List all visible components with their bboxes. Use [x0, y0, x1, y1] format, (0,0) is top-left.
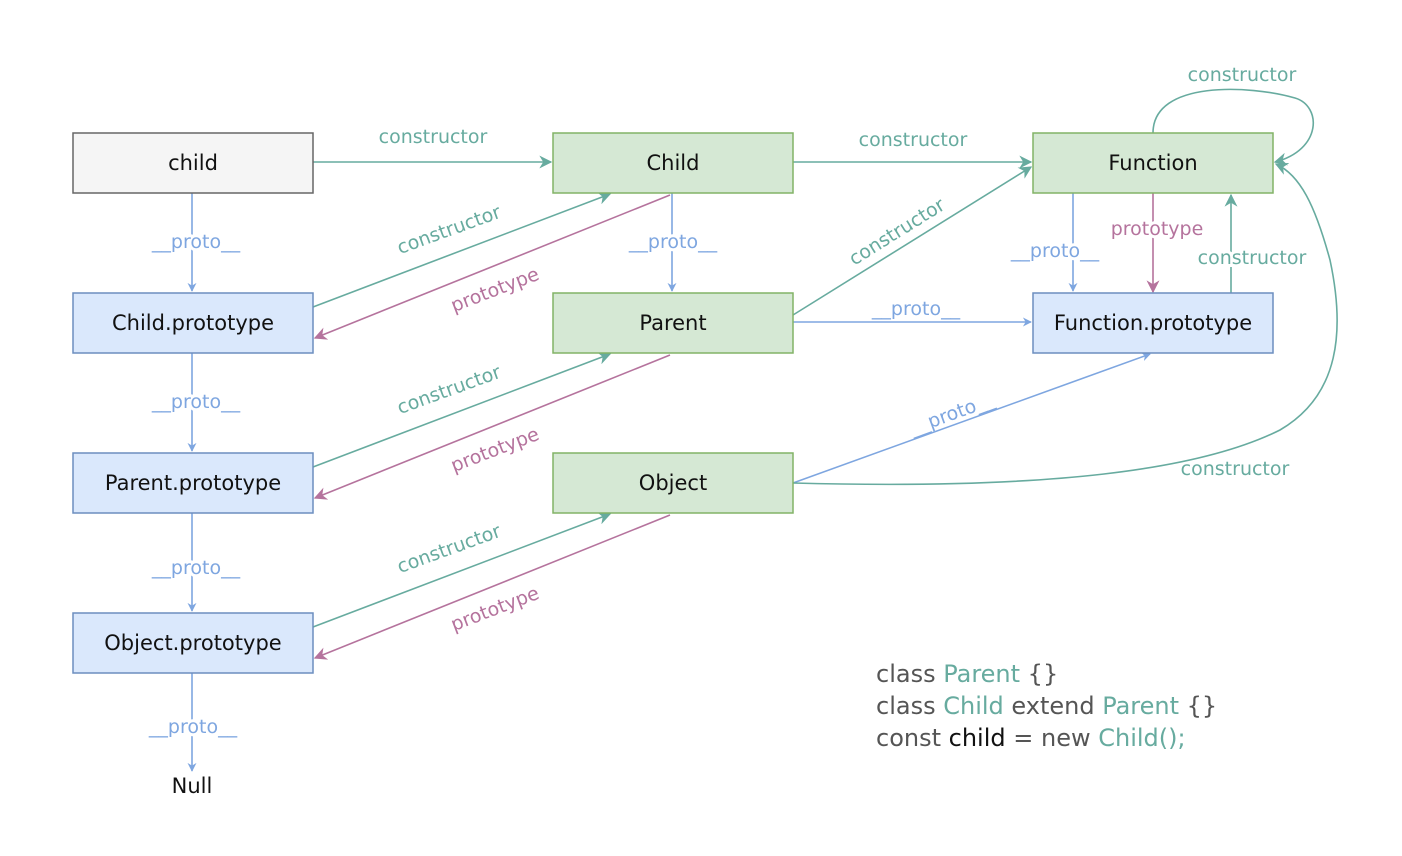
- node-parent-prototype-label: Parent.prototype: [105, 471, 281, 495]
- label-proto-child-parent: __proto__: [628, 231, 718, 253]
- code-line-2: class Child extend Parent {}: [876, 692, 1217, 720]
- node-child-label: child: [168, 151, 218, 175]
- label-proto-3: __proto__: [151, 557, 241, 579]
- label-ctor-child: constructor: [379, 126, 488, 148]
- code-line-3: const child = new Child();: [876, 724, 1186, 752]
- edge-object-fnproto-proto: [792, 352, 1151, 484]
- label-ctor-childctor-function: constructor: [859, 129, 968, 151]
- node-function[interactable]: Function: [1032, 132, 1274, 194]
- label-ctor-fnproto: constructor: [1198, 247, 1307, 269]
- node-object[interactable]: Object: [552, 452, 794, 514]
- node-function-prototype-label: Function.prototype: [1054, 311, 1252, 335]
- edge-object-function-ctor: [792, 162, 1338, 486]
- edges: [187, 88, 1338, 772]
- node-object-label: Object: [639, 471, 707, 495]
- label-prototype-child: prototype: [448, 263, 542, 317]
- node-child-prototype[interactable]: Child.prototype: [72, 292, 314, 354]
- edge-parent-function-ctor: [792, 166, 1033, 316]
- node-object-prototype[interactable]: Object.prototype: [72, 612, 314, 674]
- edge-objectprototype-ctor: [312, 512, 612, 628]
- edge-object-prototype: [313, 514, 671, 660]
- label-prototype-object: prototype: [448, 582, 542, 636]
- code-line-1: class Parent {}: [876, 660, 1058, 688]
- node-parent-prototype[interactable]: Parent.prototype: [72, 452, 314, 514]
- label-prototype-function: prototype: [1111, 218, 1204, 240]
- node-child-prototype-label: Child.prototype: [112, 311, 274, 335]
- node-function-label: Function: [1108, 151, 1197, 175]
- node-parent-label: Parent: [639, 311, 706, 335]
- edge-parent-prototype: [313, 354, 671, 500]
- node-function-prototype[interactable]: Function.prototype: [1032, 292, 1274, 354]
- label-proto-2: __proto__: [151, 391, 241, 413]
- node-null: Null: [172, 774, 213, 798]
- label-proto-1: __proto__: [151, 231, 241, 253]
- label-ctor-function-self: constructor: [1188, 64, 1297, 86]
- label-proto-object: __proto__: [906, 388, 998, 439]
- edge-childctor-prototype: [313, 194, 671, 340]
- node-child-constructor-label: Child: [647, 151, 700, 175]
- label-ctor-object-function: constructor: [1181, 458, 1290, 480]
- label-ctor-objectprototype: constructor: [394, 520, 504, 578]
- edge-function-self-ctor: [1152, 88, 1315, 166]
- label-proto-parent-fnproto: __proto__: [871, 298, 961, 320]
- node-child[interactable]: child: [72, 132, 314, 194]
- edge-childprototype-ctor: [312, 192, 612, 308]
- node-parent[interactable]: Parent: [552, 292, 794, 354]
- label-ctor-childprototype: constructor: [394, 201, 504, 259]
- edge-parentprototype-ctor: [312, 352, 612, 468]
- node-child-constructor[interactable]: Child: [552, 132, 794, 194]
- node-object-prototype-label: Object.prototype: [104, 631, 281, 655]
- label-ctor-parent-function: constructor: [845, 194, 949, 270]
- label-proto-4: __proto__: [148, 716, 238, 738]
- label-ctor-parentprototype: constructor: [394, 361, 504, 419]
- code-snippet: class Parent {} class Child extend Paren…: [876, 660, 1217, 752]
- label-proto-function: __proto__: [1010, 240, 1100, 262]
- label-prototype-parent: prototype: [448, 423, 542, 477]
